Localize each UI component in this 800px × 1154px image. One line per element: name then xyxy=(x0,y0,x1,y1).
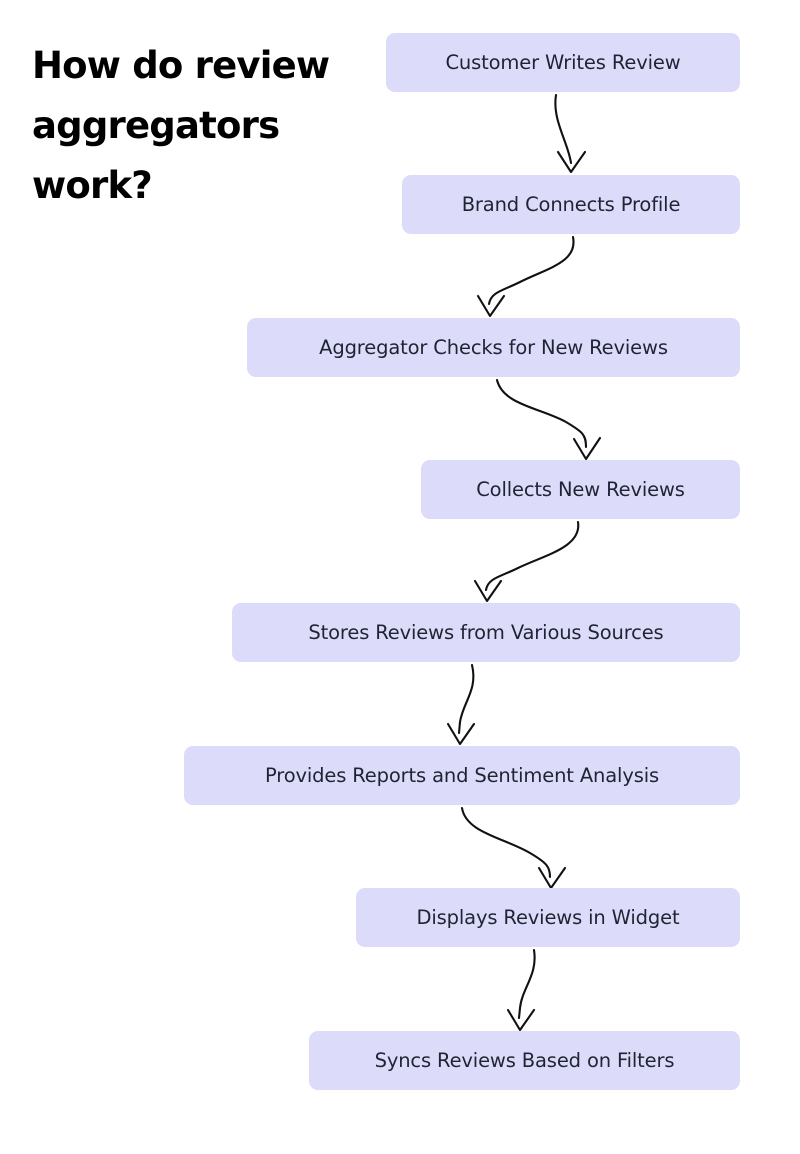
arrowhead-n7-n8 xyxy=(506,1008,536,1032)
arrow-n6-n7 xyxy=(460,806,552,879)
flow-node-provides-reports-and-sentiment-analysis[interactable]: Provides Reports and Sentiment Analysis xyxy=(184,746,740,805)
arrow-n2-n3 xyxy=(487,235,575,306)
arrowhead-n6-n7 xyxy=(537,866,567,890)
flow-node-brand-connects-profile[interactable]: Brand Connects Profile xyxy=(402,175,740,234)
arrow-n3-n4 xyxy=(495,378,588,449)
flow-node-aggregator-checks-for-new-reviews[interactable]: Aggregator Checks for New Reviews xyxy=(247,318,740,377)
flow-node-customer-writes-review[interactable]: Customer Writes Review xyxy=(386,33,740,92)
flow-node-syncs-reviews-based-on-filters[interactable]: Syncs Reviews Based on Filters xyxy=(309,1031,740,1090)
arrow-n5-n6 xyxy=(457,663,475,735)
arrowhead-n3-n4 xyxy=(572,436,602,461)
arrowhead-n1-n2 xyxy=(556,150,587,174)
arrowhead-n5-n6 xyxy=(446,722,476,746)
arrowhead-n2-n3 xyxy=(476,294,506,318)
flow-node-stores-reviews-from-various-sources[interactable]: Stores Reviews from Various Sources xyxy=(232,603,740,662)
arrow-n4-n5 xyxy=(484,520,580,592)
arrow-n7-n8 xyxy=(517,948,536,1020)
page-title: How do review aggregators work? xyxy=(32,44,330,207)
arrow-n1-n2 xyxy=(554,93,573,165)
arrowhead-n4-n5 xyxy=(473,579,503,603)
flow-node-collects-new-reviews[interactable]: Collects New Reviews xyxy=(421,460,740,519)
flow-node-displays-reviews-in-widget[interactable]: Displays Reviews in Widget xyxy=(356,888,740,947)
